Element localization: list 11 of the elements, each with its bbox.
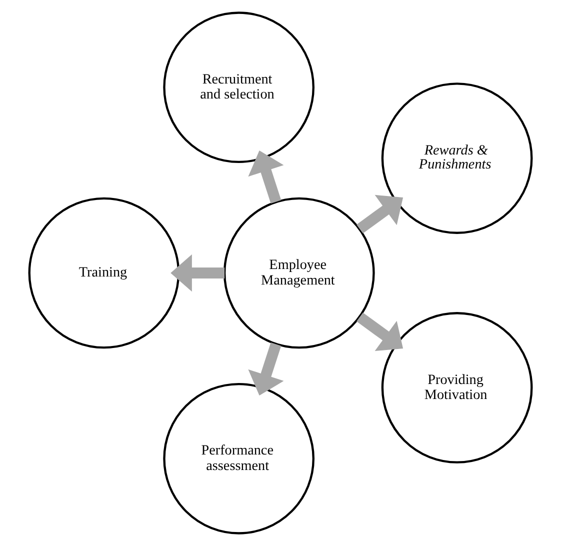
node-circle: Providing Motivation — [381, 312, 533, 464]
node-circle: Rewards & Punishments — [381, 82, 533, 234]
arrow — [248, 342, 284, 396]
arrow — [356, 194, 404, 234]
node-circle: Employee Management — [223, 197, 375, 349]
arrow — [170, 254, 224, 292]
node-circle: Training — [28, 197, 180, 349]
node-circle: Recruitment and selection — [163, 12, 314, 164]
arrow — [356, 312, 404, 352]
node-circle: Performance assessment — [163, 382, 314, 534]
arrow — [248, 150, 284, 204]
